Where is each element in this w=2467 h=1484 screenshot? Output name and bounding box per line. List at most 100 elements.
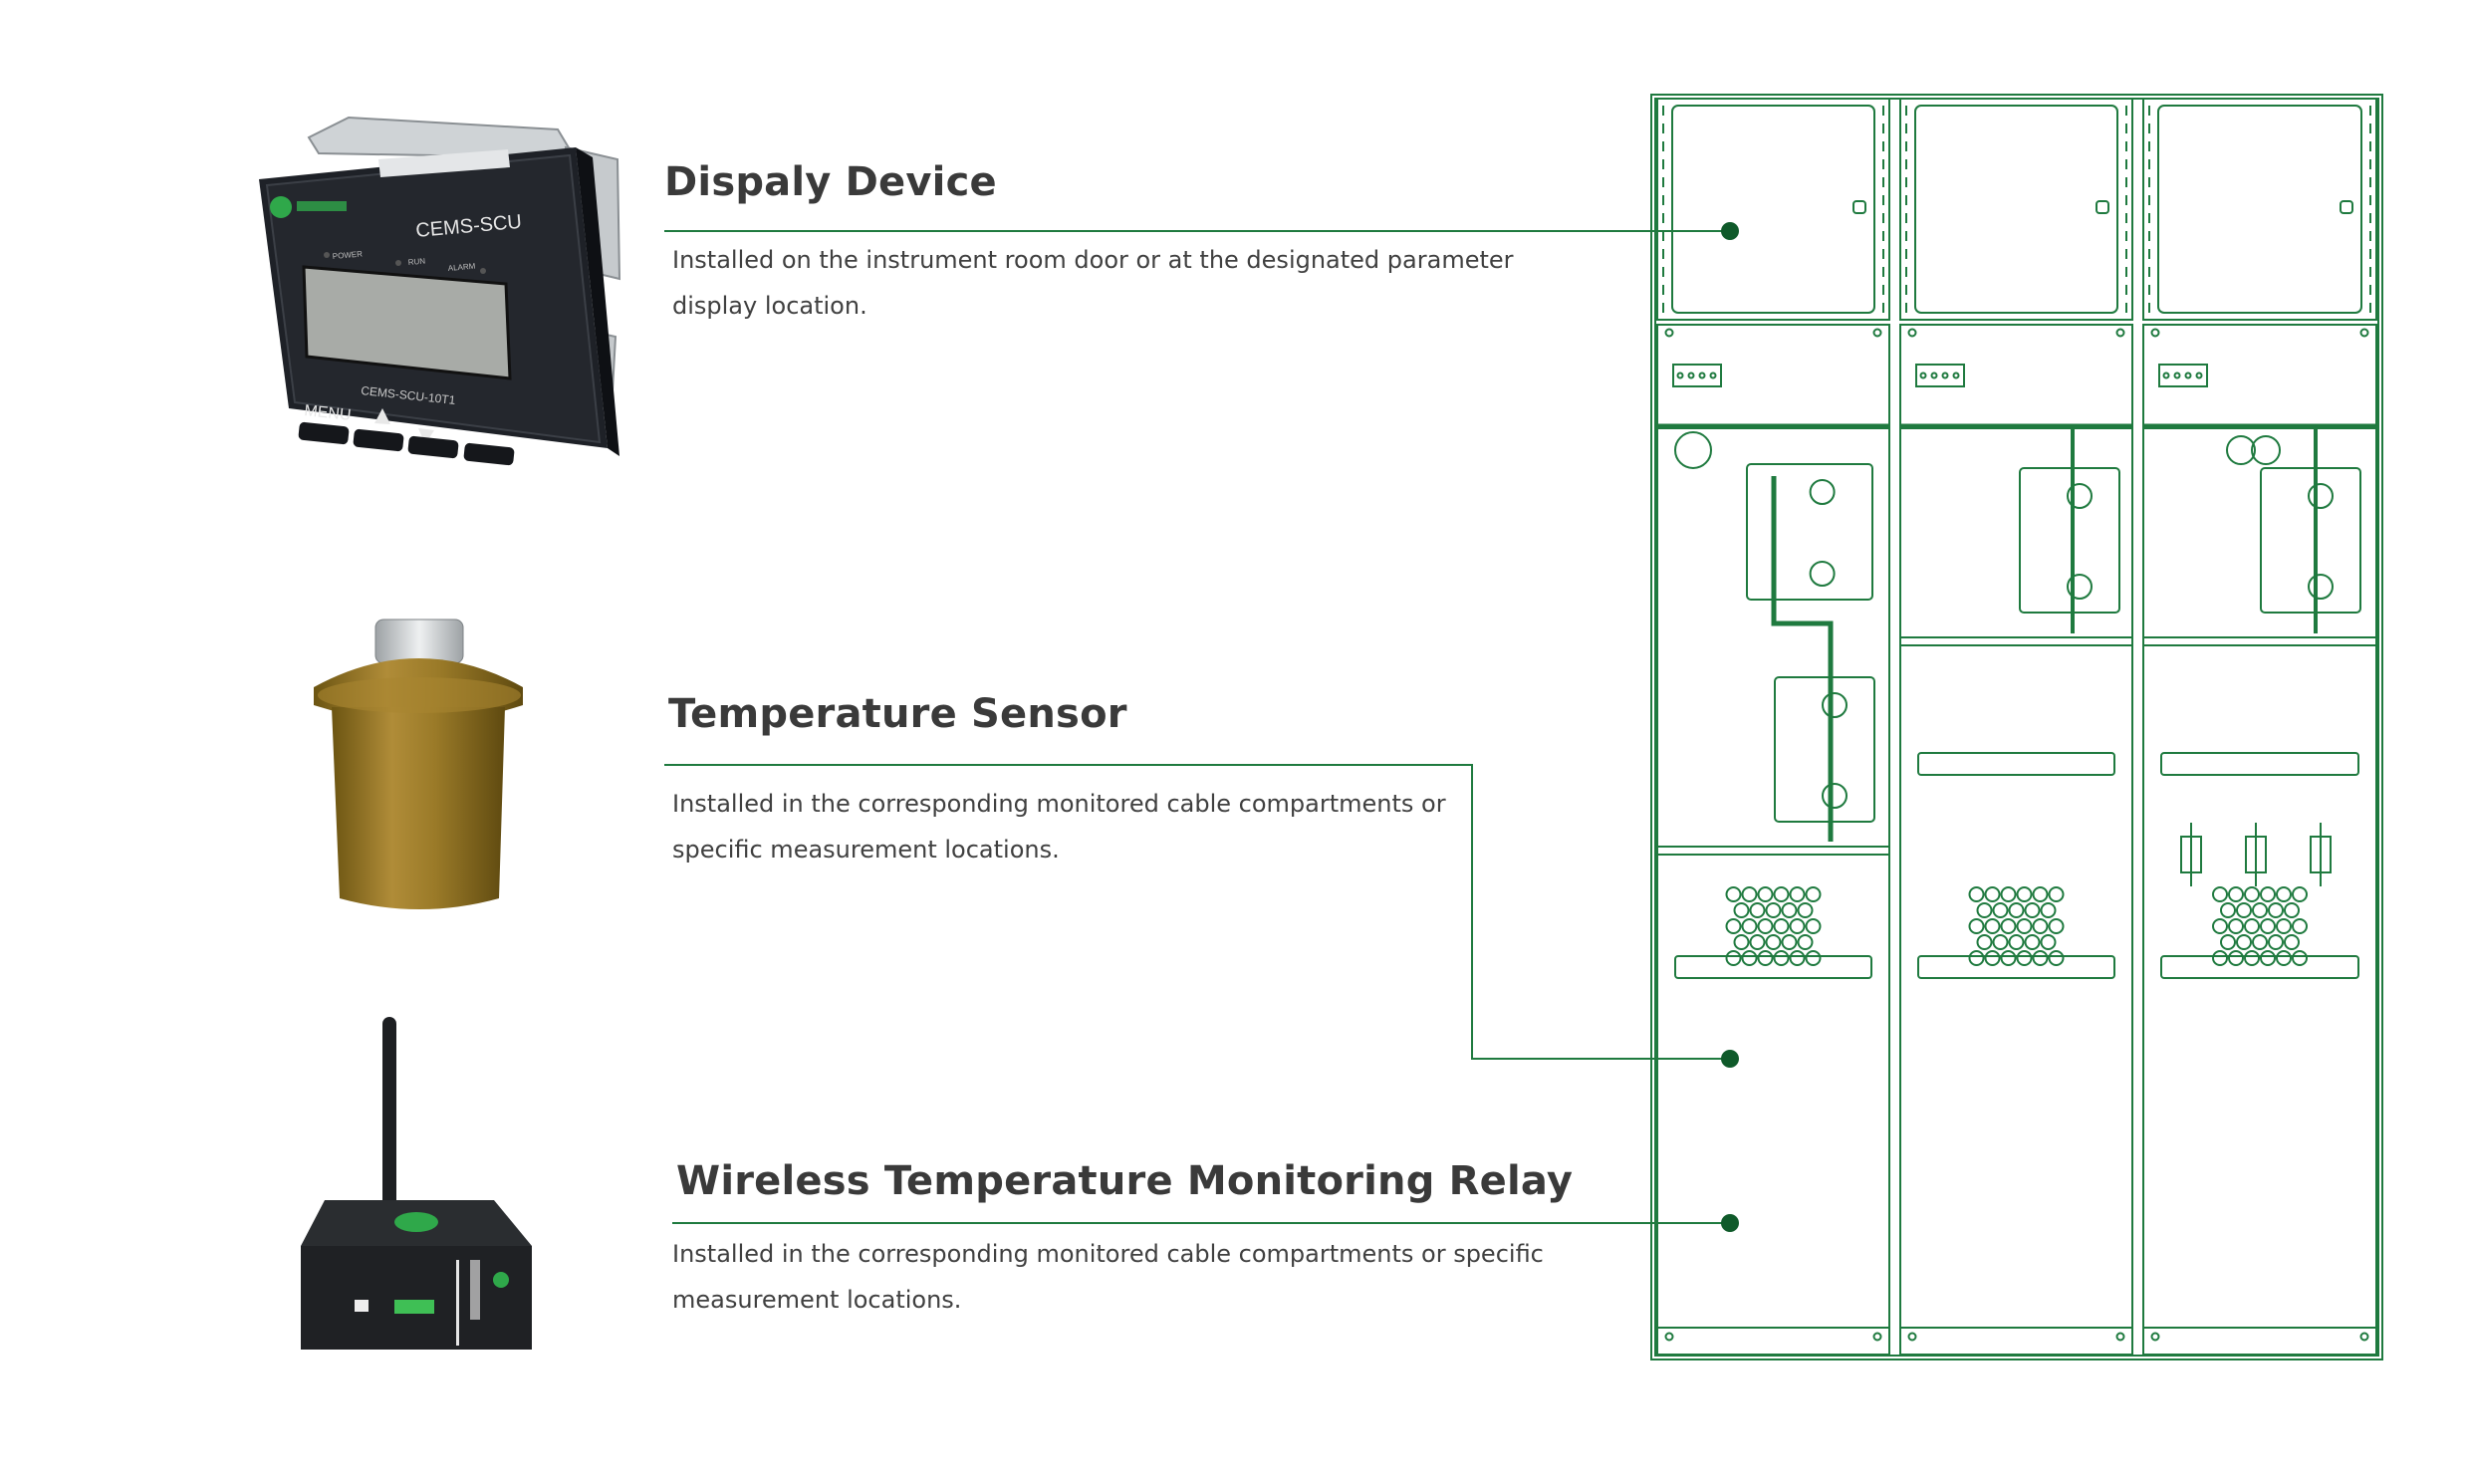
vent-hole — [1984, 950, 2001, 966]
vent-hole — [2268, 902, 2284, 918]
door-handle-lower-1 — [1917, 955, 2115, 979]
vent-hole — [2024, 902, 2041, 918]
vent-hole — [1968, 918, 1985, 934]
display-device-image: CEMS-SCU POWER RUN ALARM CEMS-SCU-10T1 M… — [259, 116, 621, 466]
screw — [2115, 1332, 2125, 1342]
ct-coil — [2226, 435, 2256, 465]
item-desc-wireless-relay: Installed in the corresponding monitored… — [672, 1240, 1544, 1314]
vent-hole — [1992, 902, 2009, 918]
switch-mechanism — [2019, 467, 2120, 614]
vent-hole — [1757, 918, 1774, 934]
vent-hole — [1749, 934, 1766, 950]
vent-hole — [1789, 950, 1806, 966]
switch-mechanism — [2260, 467, 2361, 614]
lower-compartment-2 — [2142, 644, 2377, 1329]
vent-hole — [2016, 918, 2033, 934]
vent-hole — [2228, 886, 2244, 902]
screw — [2150, 1332, 2160, 1342]
vent-hole — [1733, 934, 1750, 950]
item-title-temperature-sensor: Temperature Sensor — [668, 691, 1127, 737]
instrument-door-0 — [1671, 105, 1875, 314]
meter-dial — [1674, 431, 1712, 469]
vent-hole — [1976, 934, 1993, 950]
vent-hole — [2284, 934, 2300, 950]
vent-hole — [2244, 950, 2260, 966]
callout-dot-display — [1721, 222, 1739, 240]
vent-hole — [2032, 886, 2049, 902]
switch-knob — [1822, 692, 1848, 718]
vent-hole — [2040, 902, 2057, 918]
vent-hole — [1781, 934, 1798, 950]
menu-button-label: MENU — [304, 402, 353, 424]
vent-hole — [1749, 902, 1766, 918]
vent-hole — [2048, 886, 2065, 902]
cabinet-frame — [1650, 94, 2383, 1360]
vent-hole — [2024, 934, 2041, 950]
vent-hole — [1992, 934, 2009, 950]
vent-hole — [2252, 934, 2268, 950]
terminal-hole — [1709, 371, 1717, 379]
ct-coil — [2251, 435, 2281, 465]
vent-hole — [1741, 950, 1758, 966]
switch-compartment-2 — [2142, 427, 2377, 638]
vent-hole — [2276, 886, 2292, 902]
terminal-hole — [1687, 371, 1695, 379]
lower-compartment-0 — [1656, 854, 1890, 1329]
terminal-hole — [1676, 371, 1684, 379]
door-handle-mid-2 — [2160, 752, 2359, 776]
terminal-hole — [2162, 371, 2170, 379]
switch-knob — [1809, 561, 1836, 587]
led-alarm-label: ALARM — [447, 262, 476, 273]
vent-hole — [2292, 918, 2308, 934]
vent-hole — [1765, 902, 1782, 918]
terminal-block-2 — [2158, 364, 2208, 387]
vent-hole — [2292, 886, 2308, 902]
door-handle-2 — [2340, 200, 2353, 214]
vent-hole — [2260, 918, 2276, 934]
vent-hole — [2000, 918, 2017, 934]
vent-hole — [2260, 886, 2276, 902]
vent-hole — [1805, 950, 1822, 966]
switch-mechanism — [1746, 463, 1873, 601]
callout-dot-relay — [1721, 1214, 1739, 1232]
instrument-door-2 — [2157, 105, 2362, 314]
switch-knob — [1822, 783, 1848, 809]
terminal-hole — [2173, 371, 2181, 379]
led-power-label: POWER — [332, 249, 363, 261]
switch-compartment-1 — [1899, 427, 2133, 638]
vent-hole — [1741, 918, 1758, 934]
vent-hole — [1757, 886, 1774, 902]
vent-hole — [2292, 950, 2308, 966]
screw — [1872, 1332, 1882, 1342]
vent-hole — [2048, 918, 2065, 934]
door-handle-lower-2 — [2160, 955, 2359, 979]
vent-hole — [2228, 950, 2244, 966]
vent-hole — [2276, 918, 2292, 934]
item-title-display-device: Dispaly Device — [664, 159, 997, 205]
switch-knob — [2308, 483, 2334, 509]
vent-hole — [2244, 918, 2260, 934]
vent-hole — [1725, 886, 1742, 902]
terminal-hole — [1952, 371, 1960, 379]
item-title-wireless-relay: Wireless Temperature Monitoring Relay — [676, 1158, 1574, 1204]
cabinet-outline — [1650, 94, 2383, 1360]
screw — [1907, 328, 1917, 338]
terminal-hole — [1919, 371, 1927, 379]
vent-hole — [1789, 918, 1806, 934]
terminal-block-0 — [1672, 364, 1722, 387]
switch-knob — [2067, 483, 2093, 509]
vent-hole — [2220, 934, 2236, 950]
vent-hole — [1984, 918, 2001, 934]
vent-hole — [2048, 950, 2065, 966]
cable-compartment-0 — [1656, 427, 1890, 848]
screw — [1664, 328, 1674, 338]
screw — [2150, 328, 2160, 338]
vent-hole — [2032, 950, 2049, 966]
cabinet-frame-inner — [1654, 98, 2379, 1357]
conductor-line — [1771, 476, 1834, 842]
vent-hole — [2236, 902, 2252, 918]
switch-knob — [1809, 479, 1836, 505]
switch-knob — [2308, 574, 2334, 600]
vent-hole — [2236, 934, 2252, 950]
